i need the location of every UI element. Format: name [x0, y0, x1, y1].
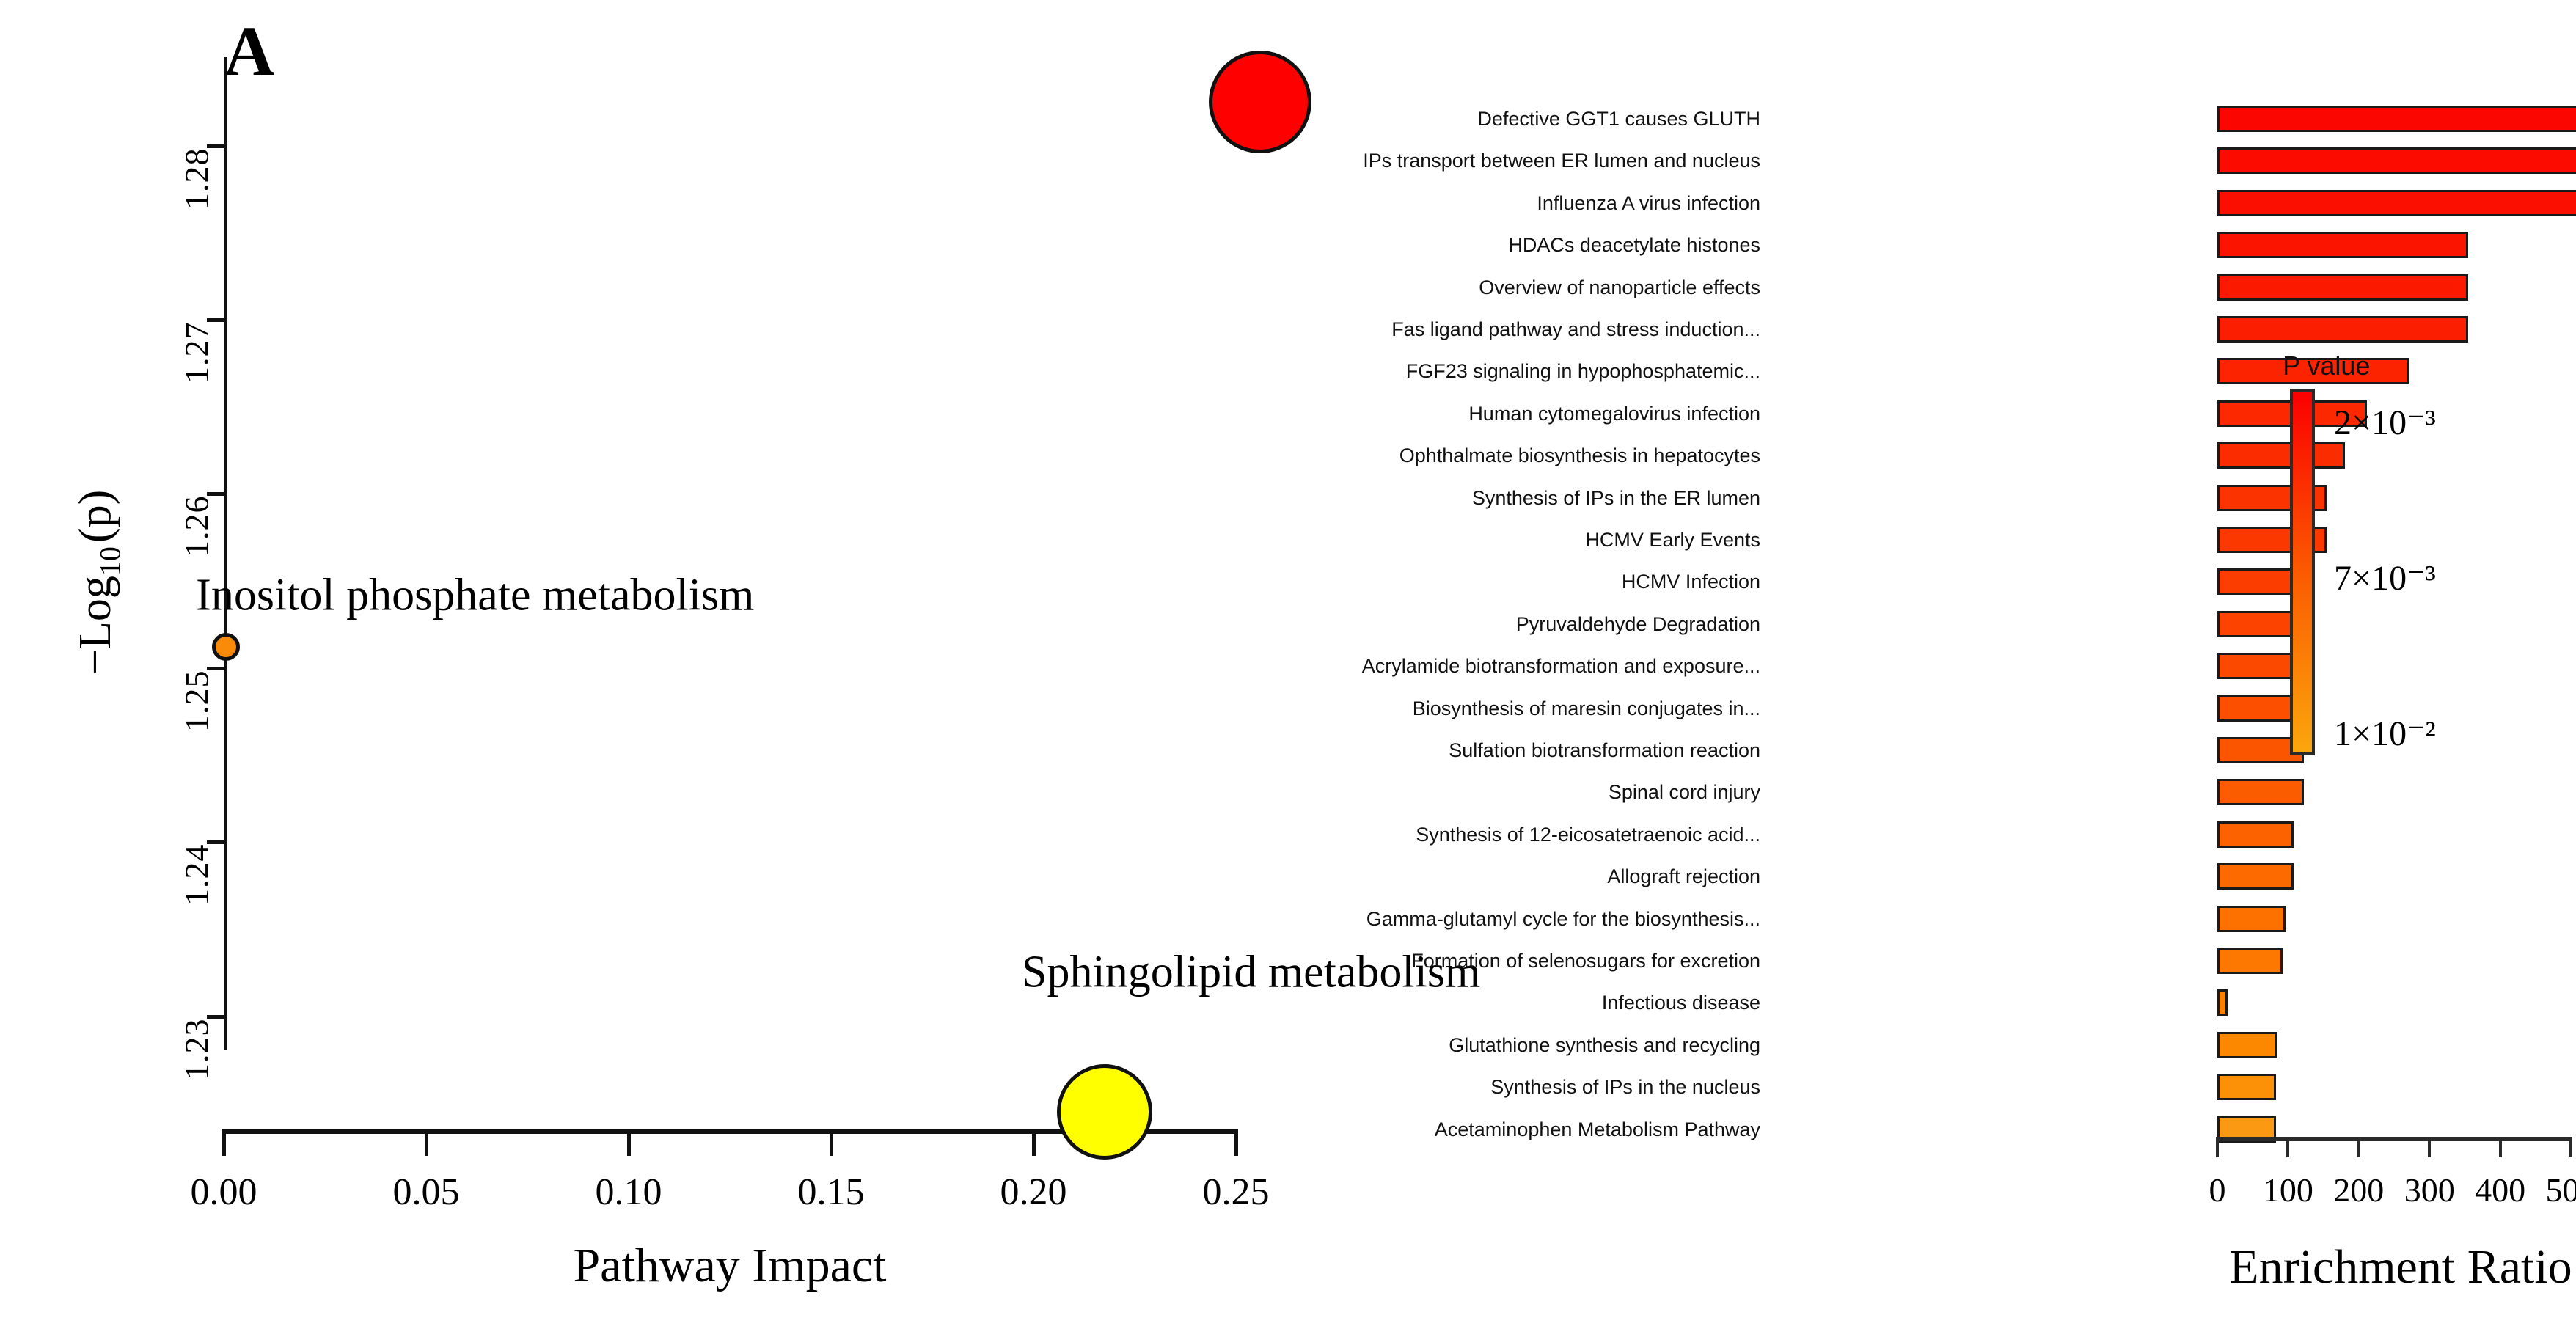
panel-b-x-tick [2216, 1137, 2219, 1157]
pvalue-colorbar [2290, 389, 2315, 755]
panel-a-x-tick-label: 0.00 [190, 1171, 257, 1213]
panel-a-x-tick-label: 0.20 [1000, 1171, 1067, 1213]
panel-a-x-tick [830, 1129, 833, 1156]
bar-category-label: Pyruvaldehyde Degradation [1515, 612, 1760, 635]
bar [2217, 316, 2469, 343]
bar-category-label: Spinal cord injury [1608, 781, 1760, 804]
panel-a-y-tick-label: 1.27 [178, 321, 216, 384]
panel-b-x-axis-title: Enrichment Ratio [2229, 1240, 2572, 1294]
colorbar-tick-label: 1×10⁻² [2334, 714, 2436, 753]
panel-a-letter: A [224, 12, 275, 90]
bar [2217, 189, 2576, 216]
bar [2217, 737, 2304, 763]
bar-category-label: Overview of nanoparticle effects [1479, 276, 1760, 298]
bar-category-label: Gamma-glutamyl cycle for the biosynthesi… [1366, 907, 1760, 930]
panel-b-x-tick [2428, 1137, 2432, 1157]
panel-a-y-tick-label: 1.28 [178, 147, 216, 210]
panel-a-x-tick [222, 1129, 226, 1156]
bar [2217, 863, 2294, 890]
panel-a-y-tick [207, 666, 224, 670]
panel-a-x-tick-label: 0.15 [797, 1171, 865, 1213]
panel-a-y-tick [207, 1014, 224, 1019]
panel-a-y-tick-label: 1.25 [178, 670, 216, 732]
bubble-point [1209, 51, 1312, 154]
bar-category-label: HDACs deacetylate histones [1508, 234, 1760, 257]
colorbar-tick-label: 2×10⁻³ [2334, 403, 2436, 442]
panel-a-y-tick [207, 318, 224, 323]
bar [2217, 1031, 2277, 1058]
bar [2217, 1074, 2276, 1101]
bar [2217, 232, 2469, 259]
bar [2217, 989, 2228, 1017]
bar-category-label: HCMV Infection [1621, 571, 1760, 593]
panel-b-x-tick-label: 200 [2333, 1171, 2385, 1209]
bar-category-label: IPs transport between ER lumen and nucle… [1363, 150, 1760, 172]
panel-a-x-tick [1234, 1129, 1238, 1156]
panel-a-x-tick-label: 0.25 [1202, 1171, 1270, 1213]
panel-b-x-tick [2357, 1137, 2360, 1157]
panel-b-x-tick-label: 100 [2262, 1171, 2313, 1209]
bar-category-label: FGF23 signaling in hypophosphatemic... [1405, 360, 1760, 383]
bar [2217, 106, 2576, 132]
panel-a-y-axis-line [224, 57, 227, 1050]
bar [2217, 358, 2410, 385]
panel-b-x-tick [2286, 1137, 2290, 1157]
panel-a-y-tick-label: 1.24 [178, 843, 216, 906]
panel-a-x-tick [627, 1129, 631, 1156]
bar-category-label: Synthesis of IPs in the ER lumen [1471, 486, 1760, 509]
panel-a-y-axis-title: −Log10 (p) [70, 489, 127, 675]
bar [2217, 442, 2345, 469]
panel-a-y-tick [207, 840, 224, 845]
bar [2217, 147, 2576, 175]
panel-a-y-tick [207, 492, 224, 497]
bar-category-label: Influenza A virus infection [1537, 191, 1760, 214]
bar-category-label: Human cytomegalovirus infection [1468, 402, 1760, 425]
bar [2217, 948, 2283, 974]
panel-b-x-tick-label: 400 [2475, 1171, 2526, 1209]
bar [2217, 821, 2294, 848]
bar-category-label: Synthesis of IPs in the nucleus [1490, 1076, 1760, 1099]
panel-b-x-tick [2498, 1137, 2502, 1157]
panel-a-x-tick-label: 0.10 [595, 1171, 662, 1213]
panel-a-x-tick-label: 0.05 [392, 1171, 460, 1213]
panel-b-x-tick-label: 300 [2404, 1171, 2455, 1209]
bubble-point-label: Inositol phosphate metabolism [196, 570, 755, 620]
bar-category-label: Acrylamide biotransformation and exposur… [1361, 655, 1760, 678]
panel-a-x-tick [425, 1129, 428, 1156]
bar [2217, 905, 2286, 932]
bar-category-label: Infectious disease [1601, 992, 1760, 1014]
panel-a-y-tick [207, 144, 224, 148]
bar-category-label: HCMV Early Events [1585, 529, 1760, 551]
bar-category-label: Synthesis of 12-eicosatetraenoic acid... [1416, 823, 1760, 846]
panel-b-x-tick-label: 500 [2545, 1171, 2576, 1209]
bar-category-label: Defective GGT1 causes GLUTH [1477, 108, 1760, 130]
bubble-point-label: Sphingolipid metabolism [1022, 947, 1481, 997]
bar [2217, 779, 2304, 806]
bar-category-label: Allograft rejection [1607, 865, 1760, 888]
bubble-point [1056, 1064, 1152, 1160]
colorbar-tick-label: 7×10⁻³ [2334, 559, 2436, 598]
bar-category-label: Glutathione synthesis and recycling [1449, 1033, 1760, 1056]
bar-category-label: Ophthalmate biosynthesis in hepatocytes [1399, 444, 1760, 467]
panel-a-x-axis-line [224, 1129, 1236, 1134]
bar [2217, 274, 2469, 301]
panel-b-x-tick [2569, 1137, 2572, 1157]
bar-category-label: Sulfation biotransformation reaction [1449, 739, 1760, 761]
bar-category-label: Formation of selenosugars for excretion [1411, 950, 1760, 972]
panel-b-x-tick-label: 0 [2209, 1171, 2226, 1209]
bar-category-label: Acetaminophen Metabolism Pathway [1434, 1118, 1760, 1140]
legend-title: P value [2283, 351, 2371, 381]
bar-category-label: Fas ligand pathway and stress induction.… [1391, 318, 1760, 340]
panel-a-x-tick [1032, 1129, 1036, 1156]
bubble-point [211, 633, 240, 662]
bar-category-label: Biosynthesis of maresin conjugates in... [1412, 697, 1760, 719]
panel-b-x-axis-line [2217, 1137, 2571, 1141]
panel-a-x-axis-title: Pathway Impact [573, 1239, 887, 1292]
